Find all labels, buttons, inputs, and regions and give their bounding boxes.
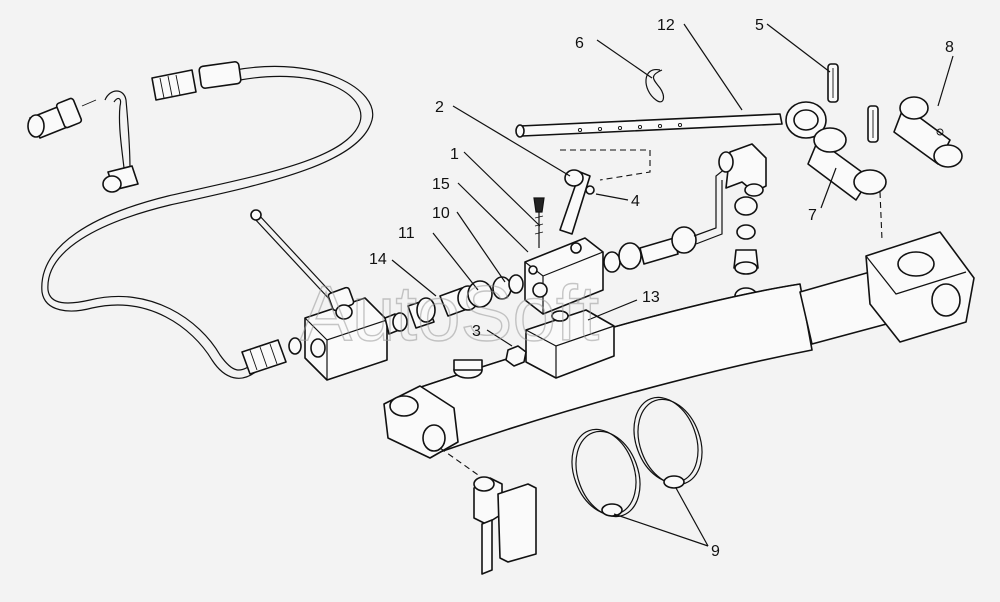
watermark-text: AutoSoft — [300, 269, 600, 357]
callout-4: 4 — [631, 193, 640, 210]
callout-6: 6 — [575, 35, 584, 52]
callout-10: 10 — [432, 205, 450, 222]
callout-14: 14 — [369, 251, 387, 268]
pins-and-clip — [645, 63, 963, 241]
adjusting-rod — [515, 101, 827, 181]
hose-clamps — [571, 396, 703, 518]
hydraulic-hose-assembly — [27, 61, 374, 379]
callout-8: 8 — [945, 39, 954, 56]
hydraulic-cylinder — [383, 231, 975, 459]
callout-1: 1 — [450, 146, 459, 163]
pipe-fittings-row — [407, 274, 524, 329]
callout-13: 13 — [642, 289, 660, 306]
flow-control-block — [524, 167, 727, 315]
callout-7: 7 — [808, 207, 817, 224]
control-valve-block — [250, 209, 408, 381]
callout-3: 3 — [472, 323, 481, 340]
callout-5: 5 — [755, 17, 764, 34]
callout-12: 12 — [657, 17, 675, 34]
elbow-fitting-stack — [718, 143, 767, 305]
callout-2: 2 — [435, 99, 444, 116]
callout-9: 9 — [711, 543, 720, 560]
callout-15: 15 — [432, 176, 450, 193]
leader-lines — [391, 23, 954, 547]
callout-11: 11 — [398, 225, 415, 242]
pin-and-retainer — [439, 447, 537, 575]
